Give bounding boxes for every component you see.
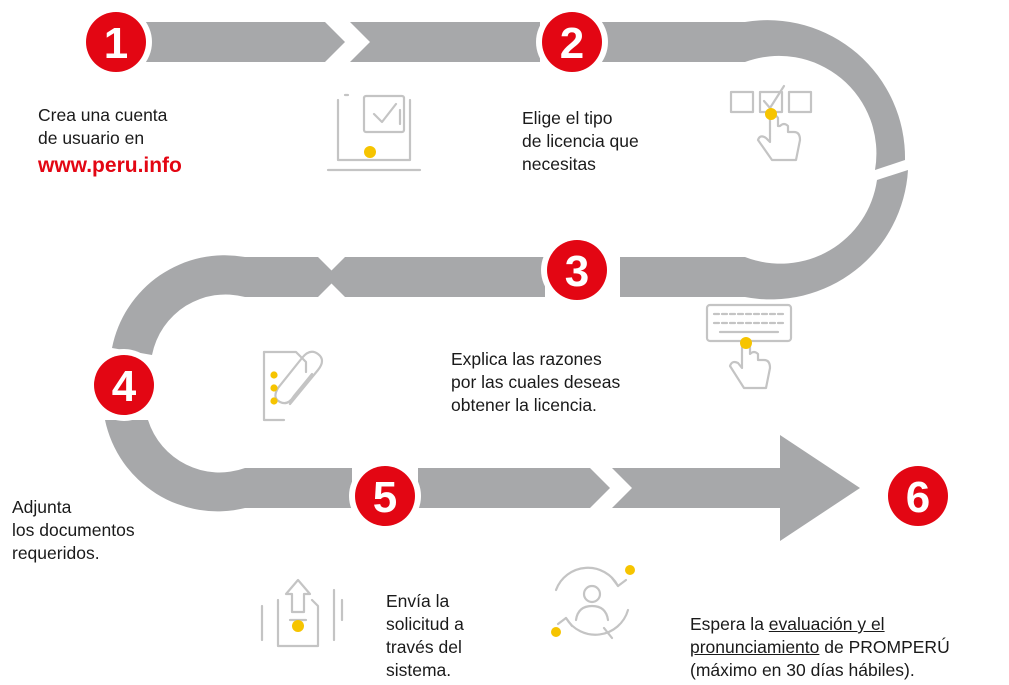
step-badge-1: 1 — [80, 6, 152, 78]
step-2-line-1: Elige el tipo — [522, 108, 613, 128]
step-6-line-1-underlined: evaluación y el — [768, 614, 885, 634]
step-badge-6: 6 — [882, 460, 954, 532]
step-2-description: Elige el tipo de licencia que necesitas — [522, 107, 639, 176]
step-number-6: 6 — [906, 473, 930, 522]
step-4-description: Adjunta los documentos requeridos. — [12, 496, 135, 565]
step-badge-3: 3 — [541, 234, 613, 306]
step-number-3: 3 — [565, 247, 589, 296]
step-6-line-2-suffix: de PROMPERÚ — [819, 637, 950, 657]
step-number-5: 5 — [373, 473, 397, 522]
step-1-description: Crea una cuenta de usuario en www.peru.i… — [38, 104, 182, 182]
step-number-2: 2 — [560, 19, 584, 68]
step-1-line-1: Crea una cuenta — [38, 105, 168, 125]
step-5-line-4: sistema. — [386, 660, 452, 680]
hand-typing-keyboard-icon — [705, 303, 793, 390]
hand-selecting-checkbox-icon — [729, 84, 813, 162]
step-2-line-2: de licencia que — [522, 131, 639, 151]
step-5-description: Envía la solicitud a través del sistema. — [386, 590, 464, 682]
step-3-line-1: Explica las razones — [451, 349, 602, 369]
step-badge-5: 5 — [349, 460, 421, 532]
step-3-line-2: por las cuales deseas — [451, 372, 621, 392]
step-6-description: Espera la evaluación y el pronunciamient… — [690, 613, 950, 682]
step-6-line-2: pronunciamiento de PROMPERÚ — [690, 636, 950, 659]
process-path — [105, 20, 908, 541]
step-6-line-1-prefix: Espera la — [690, 614, 769, 634]
step-5-line-2: solicitud a — [386, 614, 464, 634]
step-4-line-2: los documentos — [12, 520, 135, 540]
step-number-4: 4 — [112, 362, 137, 411]
step-5-line-1: Envía la — [386, 591, 450, 611]
step-4-line-1: Adjunta — [12, 497, 72, 517]
step-6-line-3: (máximo en 30 días hábiles). — [690, 660, 915, 680]
step-3-description: Explica las razones por las cuales desea… — [451, 348, 620, 417]
person-refresh-cycle-icon — [551, 565, 635, 640]
peru-info-link[interactable]: www.peru.info — [38, 154, 182, 177]
step-6-line-2-underlined: pronunciamiento — [690, 637, 820, 657]
step-4-line-3: requeridos. — [12, 543, 100, 563]
step-badge-4: 4 — [88, 349, 160, 421]
document-paperclip-icon — [262, 350, 324, 422]
step-6-line-1: Espera la evaluación y el — [690, 613, 950, 636]
step-number-1: 1 — [104, 19, 128, 68]
document-upload-icon — [260, 578, 344, 648]
step-2-line-3: necesitas — [522, 154, 596, 174]
step-badge-2: 2 — [536, 6, 608, 78]
step-3-line-3: obtener la licencia. — [451, 395, 597, 415]
step-1-line-2: de usuario en — [38, 128, 145, 148]
step-5-line-3: través del — [386, 637, 462, 657]
laptop-checkmark-icon — [326, 93, 422, 172]
